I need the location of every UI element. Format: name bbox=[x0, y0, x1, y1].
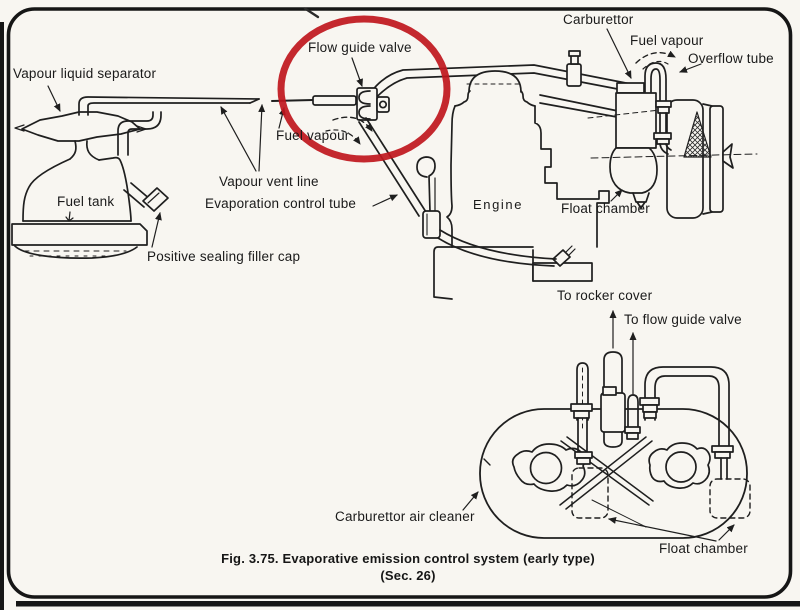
carburettor-drawing bbox=[609, 82, 658, 209]
overflow-tube-drawing bbox=[644, 62, 672, 155]
label-vapour-vent-line: Vapour vent line bbox=[219, 174, 319, 189]
page-frame bbox=[0, 7, 800, 610]
left-horn bbox=[511, 443, 586, 492]
label-float-chamber-bottom: Float chamber bbox=[659, 541, 748, 556]
vent-line-fitting bbox=[312, 95, 357, 106]
float-chamber-bowl bbox=[609, 147, 658, 194]
cross-brace bbox=[559, 436, 654, 510]
fuel-tank-drawing bbox=[11, 111, 169, 259]
label-overflow-tube: Overflow tube bbox=[688, 51, 774, 66]
label-flow-guide-valve: Flow guide valve bbox=[308, 40, 412, 55]
label-vapour-liquid-separator: Vapour liquid separator bbox=[13, 66, 157, 81]
caption-line1: Fig. 3.75. Evaporative emission control … bbox=[221, 551, 595, 566]
flow-guide-valve-drawing bbox=[356, 87, 390, 121]
wing-nut bbox=[722, 143, 734, 169]
left-intake-opening bbox=[529, 451, 563, 485]
label-fuel-vapour-top: Fuel vapour bbox=[630, 33, 704, 48]
float-chamber-outline-right bbox=[709, 478, 751, 519]
vapour-flow-arrows bbox=[325, 50, 676, 145]
right-horn bbox=[648, 442, 711, 489]
banjo-bolt bbox=[552, 249, 571, 267]
air-cleaner-side-drawing bbox=[587, 99, 758, 219]
label-float-chamber-top: Float chamber bbox=[561, 201, 650, 216]
caption-line2: (Sec. 26) bbox=[380, 568, 436, 583]
valve-vent-tube bbox=[627, 394, 639, 431]
air-cleaner-top-view-drawing bbox=[479, 351, 751, 539]
label-carburettor: Carburettor bbox=[563, 12, 634, 27]
label-to-flow-guide-valve: To flow guide valve bbox=[624, 312, 742, 327]
tube-clamp bbox=[566, 63, 582, 87]
right-intake-opening bbox=[665, 451, 697, 483]
engine-drawing bbox=[433, 70, 624, 300]
label-carburettor-air-cleaner: Carburettor air cleaner bbox=[335, 509, 475, 524]
label-to-rocker-cover: To rocker cover bbox=[557, 288, 653, 303]
fuel-tank-tick bbox=[65, 211, 74, 222]
vapour-liquid-separator-shape bbox=[21, 111, 141, 142]
filler-cap-shape bbox=[142, 187, 169, 212]
highlight-circle bbox=[277, 15, 451, 163]
label-fuel-tank: Fuel tank bbox=[57, 194, 115, 209]
rocker-cover-dome bbox=[468, 70, 522, 93]
label-evaporation-control-tube: Evaporation control tube bbox=[205, 196, 357, 211]
stray-pen-mark bbox=[303, 7, 320, 19]
float-chamber-outline-left bbox=[571, 467, 609, 519]
vapour-vent-line-drawing bbox=[78, 95, 357, 116]
label-positive-sealing-filler-cap: Positive sealing filler cap bbox=[147, 249, 301, 264]
label-fuel-vapour-mid: Fuel vapour bbox=[276, 128, 350, 143]
filter-hatch bbox=[683, 111, 712, 158]
label-engine: Engine bbox=[473, 197, 524, 212]
evaporation-control-tube-drawing bbox=[358, 117, 557, 267]
figure-caption: Fig. 3.75. Evaporative emission control … bbox=[110, 550, 706, 584]
